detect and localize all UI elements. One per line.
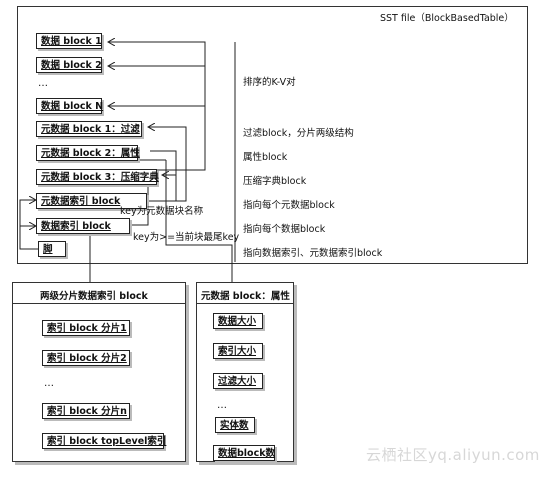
meta-block-props: 元数据 block 2：属性 — [36, 145, 140, 161]
prop-data-size: 数据大小 — [213, 313, 263, 329]
index-shard-1: 索引 block 分片1 — [42, 320, 130, 336]
data-block-n: 数据 block N — [36, 98, 103, 114]
data-block-ellipsis: … — [38, 78, 49, 89]
annotation-filter: 过滤block，分片两级结构 — [243, 128, 354, 139]
meta-index-block: 元数据索引 block — [36, 193, 147, 209]
prop-num-data-blocks: 数据block数 — [213, 445, 275, 461]
data-block-2: 数据 block 2 — [36, 57, 102, 73]
meta-block-filter: 元数据 block 1：过滤 — [36, 121, 142, 137]
meta-block-compress: 元数据 block 3：压缩字典 — [36, 169, 159, 185]
prop-ellipsis: … — [217, 400, 228, 411]
props-frame — [196, 282, 294, 462]
props-frame-title: 元数据 block：属性 — [201, 291, 290, 302]
props-title-divider — [196, 303, 294, 304]
two-level-index-title: 两级分片数据索引 block — [40, 291, 148, 302]
footer-block: 脚 — [38, 241, 66, 257]
metaindex-to-props-line — [147, 150, 177, 202]
props-to-props-frame-line — [165, 160, 233, 282]
index-top-level: 索引 block topLevel索引 — [42, 433, 166, 449]
annotation-sorted-kv: 排序的K-V对 — [243, 77, 296, 88]
data-index-block: 数据索引 block — [36, 218, 130, 234]
prop-entries: 实体数 — [215, 417, 255, 433]
annotation-compress: 压缩字典block — [243, 176, 307, 187]
prop-index-size: 索引大小 — [213, 343, 263, 359]
two-level-title-divider — [12, 303, 186, 304]
prop-filter-size: 过滤大小 — [213, 373, 263, 389]
annotation-points-index: 指向数据索引、元数据索引block — [243, 248, 383, 259]
footer-to-index-arrow — [19, 226, 38, 250]
two-level-index-frame — [12, 282, 186, 462]
watermark: 云栖社区yq.aliyun.com — [366, 446, 540, 464]
index-shard-ellipsis: … — [44, 378, 55, 389]
key-last-label: key为>=当前块最尾key — [133, 232, 240, 243]
index-shard-2: 索引 block 分片2 — [42, 350, 130, 366]
annotation-points-data: 指向每个数据block — [243, 224, 326, 235]
annotation-points-meta: 指向每个元数据block — [243, 200, 335, 211]
sst-file-title: SST file（BlockBasedTable） — [380, 13, 514, 24]
footer-to-metaindex-arrow — [19, 200, 36, 226]
index-shard-n: 索引 block 分片n — [42, 403, 130, 419]
annotation-props: 属性block — [243, 152, 288, 163]
data-block-1: 数据 block 1 — [36, 33, 102, 49]
key-meta-name-label: key为元数据块名称 — [120, 206, 204, 217]
